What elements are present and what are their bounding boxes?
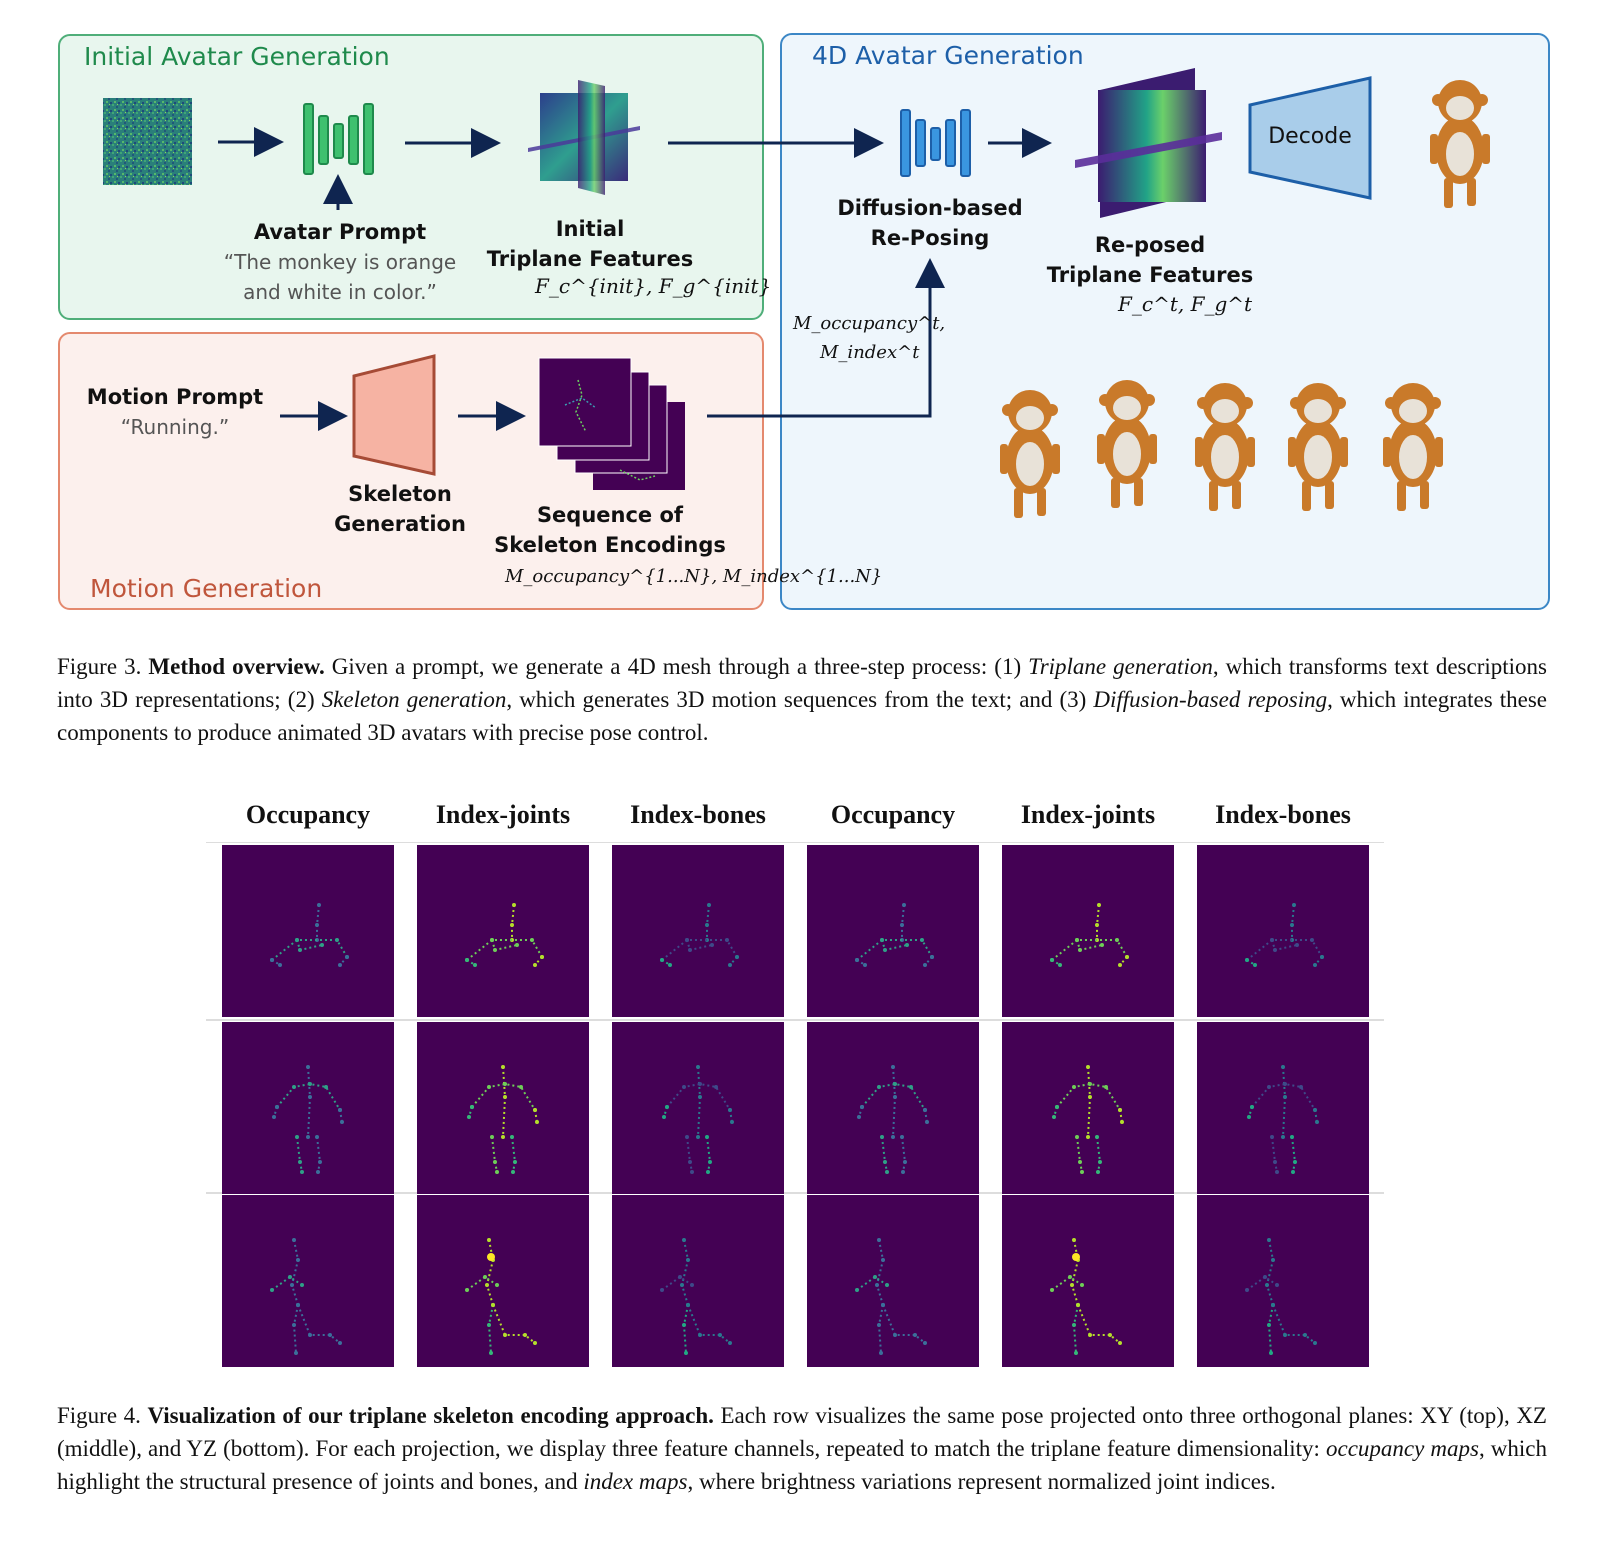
caption3-it3: Diffusion-based reposing	[1093, 687, 1328, 712]
avatar4d-panel-title: 4D Avatar Generation	[812, 41, 1084, 70]
initial-triplane-math: F_c^{init}, F_g^{init}	[535, 274, 771, 298]
caption3-part4: , which integrates these components to p…	[57, 687, 1547, 745]
caption4-it2: index maps	[583, 1469, 688, 1494]
caption3-part3: , which generates 3D motion sequences fr…	[506, 687, 1094, 712]
grid-row-divider-1	[206, 1019, 1384, 1021]
skeleton-encoding-cell	[1197, 845, 1369, 1017]
caption3-part2: , which transforms text descriptions int…	[57, 654, 1547, 712]
skeleton-encoding-cell	[222, 845, 394, 1017]
column-header-2: Index-joints	[435, 800, 571, 829]
skeleton-encoding-cell	[222, 1195, 394, 1367]
skeleton-encoding-cell	[1002, 1022, 1174, 1194]
unet-blue-icon	[900, 109, 971, 177]
grid-top-rule	[206, 842, 1384, 843]
skeleton-encoding-cell	[417, 1195, 589, 1367]
condition-math-2: M_index^t	[820, 342, 920, 363]
condition-arrow	[707, 258, 945, 418]
sequence-label-2: Skeleton Encodings	[494, 533, 726, 557]
initial-triplane-label-2: Triplane Features	[486, 247, 694, 271]
caption3-bold: Method overview.	[148, 654, 325, 679]
sequence-label-1: Sequence of	[536, 503, 684, 527]
avatar-prompt-label: Avatar Prompt	[253, 220, 427, 244]
reposed-math: F_c^t, F_g^t	[1118, 292, 1253, 316]
figure4-caption: Figure 4. Visualization of our triplane …	[57, 1399, 1547, 1498]
avatar-prompt-text-2: and white in color.”	[243, 280, 437, 304]
initial-panel-title: Initial Avatar Generation	[84, 42, 390, 71]
skeleton-encoding-cell	[807, 1022, 979, 1194]
condition-math-1: M_occupancy^t,	[793, 313, 946, 334]
initial-triplane-math-text: F_c^{init}, F_g^{init}	[535, 274, 772, 298]
column-header-4: Occupancy	[830, 800, 956, 829]
decode-label: Decode	[1268, 124, 1352, 149]
caption4-part2: , which highlight the structural presenc…	[57, 1436, 1547, 1494]
caption3-it2: Skeleton generation	[321, 687, 507, 712]
skeleton-encoding-cell	[612, 1195, 784, 1367]
skeleton-generator-trapezoid	[352, 354, 436, 476]
monkey-avatar-icon	[1000, 80, 1490, 518]
caption4-part3: , where brightness variations represent …	[687, 1469, 1276, 1494]
monkey-figure	[1097, 380, 1157, 508]
skeleton-label-2: Generation	[334, 512, 466, 536]
initial-triplane-label-1: Initial	[555, 217, 625, 241]
decoder-trapezoid	[1248, 76, 1372, 200]
caption3-part1: Given a prompt, we generate a 4D mesh th…	[324, 654, 1029, 679]
skeleton-encoding-cell	[222, 1022, 394, 1194]
column-header-6: Index-bones	[1215, 800, 1351, 829]
skeleton-encoding-cell	[807, 845, 979, 1017]
diffusion-label-2: Re-Posing	[870, 226, 990, 250]
noise-image	[103, 98, 192, 185]
unet-green-icon	[303, 103, 374, 175]
figure3-caption: Figure 3. Method overview. Given a promp…	[57, 650, 1547, 749]
caption4-it1: occupancy maps	[1326, 1436, 1479, 1461]
skeleton-encoding-cell	[612, 845, 784, 1017]
reposed-triplane-icon	[1075, 68, 1222, 218]
column-header-5: Index-joints	[1020, 800, 1156, 829]
skeleton-encoding-cell	[612, 1022, 784, 1194]
motion-prompt-text: “Running.”	[120, 415, 230, 439]
monkey-figure	[1000, 390, 1060, 518]
skeleton-encoding-cell	[417, 1022, 589, 1194]
monkey-figure	[1288, 383, 1348, 511]
monkey-figure	[1383, 383, 1443, 511]
diffusion-label-1: Diffusion-based	[837, 196, 1023, 220]
motion-panel-title: Motion Generation	[90, 574, 323, 603]
caption4-prefix: Figure 4.	[57, 1403, 141, 1428]
skeleton-encoding-cell	[1197, 1022, 1369, 1194]
sequence-math: M_occupancy^{1...N}, M_index^{1...N}	[505, 566, 883, 587]
caption4-bold: Visualization of our triplane skeleton e…	[147, 1403, 714, 1428]
monkey-figure	[1195, 383, 1255, 511]
caption4-part1: Each row visualizes the same pose projec…	[57, 1403, 1547, 1461]
grid-row-divider-2	[206, 1192, 1384, 1194]
skeleton-encoding-cell	[807, 1195, 979, 1367]
initial-triplane-icon	[528, 80, 640, 195]
reposed-label-1: Re-posed	[1094, 233, 1206, 257]
method-diagram	[103, 68, 1490, 518]
motion-prompt-label: Motion Prompt	[86, 385, 264, 409]
column-header-3: Index-bones	[630, 800, 766, 829]
caption3-prefix: Figure 3.	[57, 654, 142, 679]
monkey-figure	[1430, 80, 1490, 208]
skeleton-label-1: Skeleton	[348, 482, 452, 506]
caption3-it1: Triplane generation	[1028, 654, 1213, 679]
skeleton-encoding-cell	[1002, 1195, 1174, 1367]
skeleton-encoding-cell	[1197, 1195, 1369, 1367]
skeleton-frames-stack	[538, 357, 685, 490]
column-header-1: Occupancy	[245, 800, 371, 829]
skeleton-encoding-cell	[417, 845, 589, 1017]
skeleton-encoding-cell	[1002, 845, 1174, 1017]
avatar-prompt-text-1: “The monkey is orange	[223, 250, 457, 274]
reposed-label-2: Triplane Features	[1046, 263, 1254, 287]
